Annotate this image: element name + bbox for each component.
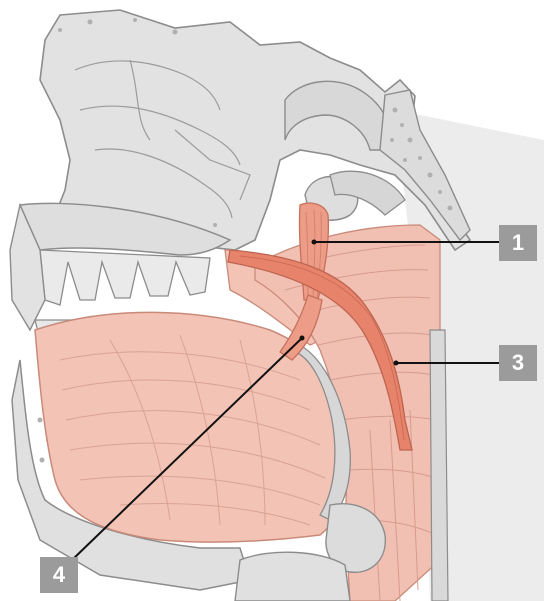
- callout-4: 4: [40, 557, 78, 593]
- larynx-cartilage: [235, 552, 350, 601]
- vertebra-outline: [430, 330, 448, 601]
- callout-1: 1: [499, 225, 537, 261]
- leader-dot-1: [312, 240, 317, 245]
- leader-dot-4: [300, 336, 305, 341]
- callout-3: 3: [499, 345, 537, 381]
- leader-dot-3: [394, 361, 399, 366]
- upper-teeth: [40, 250, 210, 305]
